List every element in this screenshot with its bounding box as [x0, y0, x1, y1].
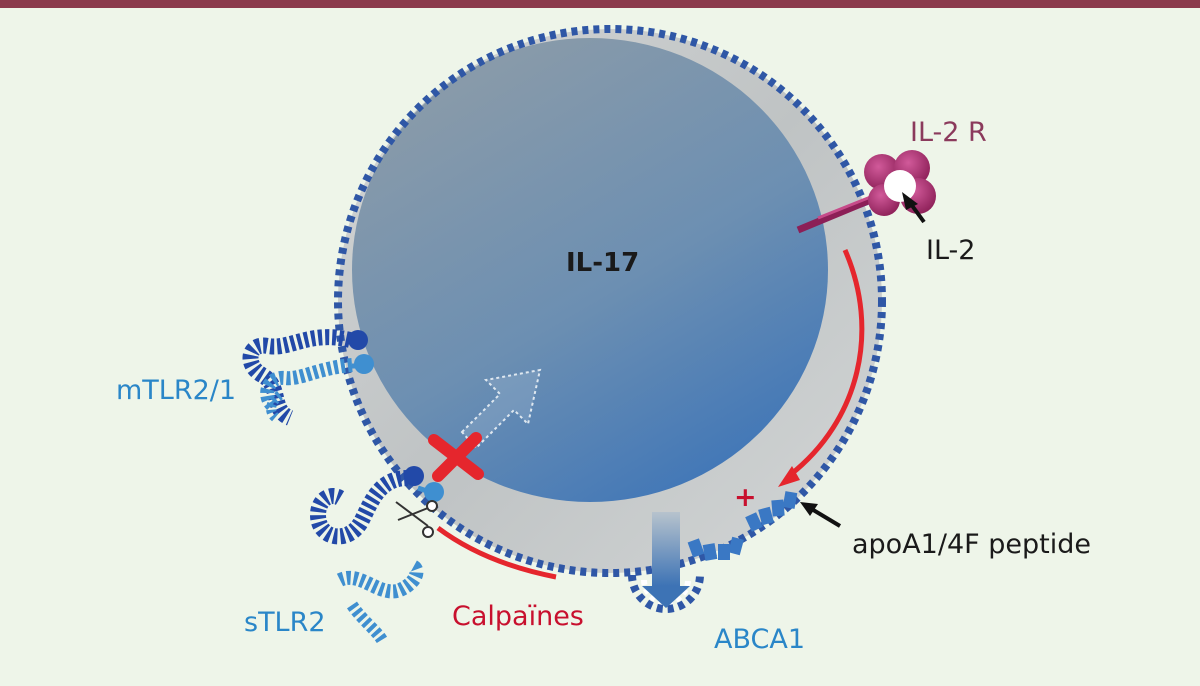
red-curved-arrow-icon [778, 248, 865, 487]
calpaines-label: Calpaïnes [452, 601, 584, 632]
abca1-transporter [628, 512, 704, 613]
top-bar [0, 0, 1200, 8]
apoa1-label: apoA1/4F peptide [852, 529, 1091, 560]
stlr-fragment [336, 559, 424, 644]
abca1-channel [652, 512, 680, 586]
mtlr-label: mTLR2/1 [116, 375, 236, 406]
il2r-label: IL-2 R [910, 117, 987, 148]
x-mark-icon [428, 432, 484, 482]
abca1-label: ABCA1 [714, 624, 805, 655]
cell-membrane [334, 25, 886, 577]
scissors-icon [395, 500, 438, 538]
nucleus [352, 38, 828, 502]
stlr-label: sTLR2 [244, 607, 326, 638]
cleaved-tlr-receptor [309, 466, 444, 545]
il2-ligand [884, 170, 916, 202]
apoa1-pointer-arrow [800, 502, 842, 528]
mtlr-receptor [242, 329, 374, 426]
abca1-arrow-icon [642, 586, 690, 608]
il2r-receptor [796, 150, 936, 234]
plus-sign: + [734, 482, 757, 513]
il17-label: IL-17 [566, 248, 639, 278]
hollow-arrow-icon [460, 368, 542, 450]
il2-label: IL-2 [926, 235, 975, 266]
cell [334, 25, 886, 577]
calpaines-arc [436, 525, 557, 580]
apoa1-peptide [687, 491, 798, 561]
